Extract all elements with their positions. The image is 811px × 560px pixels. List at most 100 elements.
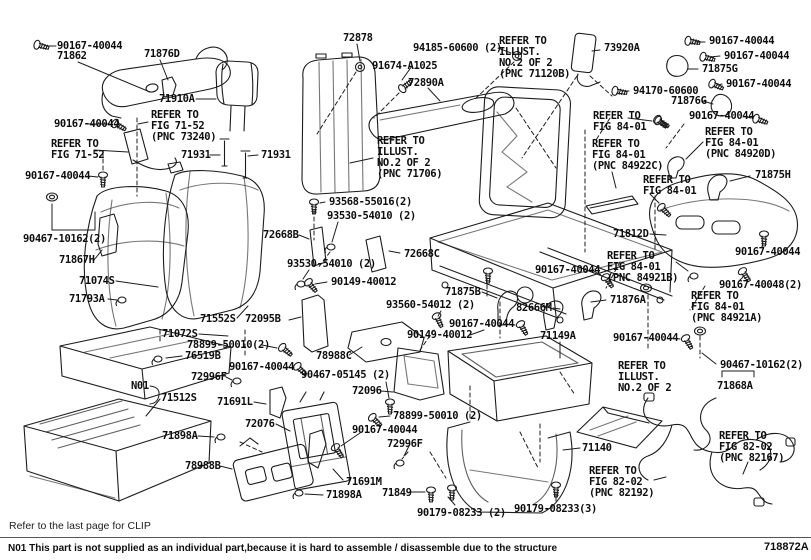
part-label-refer-to: REFER TO FIG 84-01 (PNC 84921B) — [607, 250, 679, 284]
seatback-frame-drawing — [478, 86, 572, 219]
part-label-90167-40044: 90167-40044 — [735, 246, 801, 258]
part-label-71812d: 71812D — [613, 228, 649, 240]
part-label-71876a: 71876A — [610, 294, 646, 306]
part-label-72095b: 72095B — [245, 313, 281, 325]
part-label-71072s: 71072S — [162, 328, 198, 340]
part-label-78899-50010-2: 78899-50010(2) — [187, 339, 270, 351]
part-label-refer-to: REFER TO ILLUST. NO.2 OF 2 — [618, 360, 672, 394]
part-label-refer-to: REFER TO FIG 84-01 — [643, 174, 697, 197]
part-label-90167-40044: 90167-40044 — [709, 35, 775, 47]
part-label-71931: 71931 — [181, 149, 211, 161]
part-label-refer-to: REFER TO FIG 71-52 — [51, 138, 105, 161]
part-label-72668b: 72668B — [263, 229, 299, 241]
panel-78988b-drawing — [232, 437, 314, 502]
part-label-94185-60600-2: 94185-60600 (2) — [413, 42, 502, 54]
part-label-71898a: 71898A — [326, 489, 362, 501]
rear-board-71812d-drawing — [649, 173, 799, 268]
n01-note: N01 This part is not supplied as an indi… — [8, 543, 558, 554]
part-label-71876g: 71876G — [671, 95, 707, 107]
part-label-90467-10162-2: 90467-10162(2) — [720, 359, 803, 371]
part-label-71875h: 71875H — [755, 169, 791, 181]
rear-seatback-drawing — [301, 52, 381, 195]
part-label-90149-40012: 90149-40012 — [331, 276, 397, 288]
part-label-71876d: 71876D — [144, 48, 180, 60]
console-pedestal-drawing — [446, 421, 573, 514]
part-label-78988c: 78988C — [316, 350, 352, 362]
part-label-93530-54010-2: 93530-54010 (2) — [287, 258, 376, 270]
part-label-78988b: 78988B — [185, 460, 221, 472]
part-label-90167-40044: 90167-40044 — [25, 170, 91, 182]
clip-note: Refer to the last page for CLIP — [9, 520, 151, 532]
console-box-drawing — [447, 335, 593, 422]
part-label-93530-54010-2: 93530-54010 (2) — [327, 210, 416, 222]
part-label-90167-40044: 90167-40044 — [726, 78, 792, 90]
part-label-71875b: 71875B — [445, 286, 481, 298]
assembly-dash-lines — [102, 61, 706, 479]
part-label-90167-40044: 90167-40044 — [535, 264, 601, 276]
part-label-71793a: 71793A — [69, 293, 105, 305]
part-label-refer-to: REFER TO FIG 84-01 (PNC 84921A) — [691, 290, 763, 324]
leader-lines — [45, 41, 764, 506]
part-label-71862: 71862 — [57, 50, 87, 62]
part-label-90167-40044: 90167-40044 — [352, 424, 418, 436]
part-label-90167-40044: 90167-40044 — [449, 318, 515, 330]
part-label-n01: N01 — [131, 380, 149, 392]
part-label-71512s: 71512S — [161, 392, 197, 404]
trim-panel-71862-drawing — [101, 46, 231, 119]
part-label-refer-to: REFER TO FIG 82-02 (PNC 82192) — [589, 465, 655, 499]
headrest-71910a-drawing — [215, 60, 259, 132]
part-label-71875g: 71875G — [702, 63, 738, 75]
part-label-91674-a1025: 91674-A1025 — [372, 60, 438, 72]
front-seatback-left-drawing — [83, 186, 189, 330]
part-label-73920a: 73920A — [604, 42, 640, 54]
part-label-71691l: 71691L — [217, 396, 253, 408]
seatbelt-retractor-drawing — [123, 128, 184, 174]
part-label-72996f: 72996F — [191, 371, 227, 383]
part-label-71691m: 71691M — [346, 476, 382, 488]
part-label-refer-to: REFER TO FIG 82-02 (PNC 82167) — [719, 430, 785, 464]
part-label-72096: 72096 — [352, 385, 382, 397]
seat-cushion-71072s-drawing — [59, 326, 232, 400]
part-label-82666m: 82666M — [516, 302, 552, 314]
part-label-90467-05145-2: 90467-05145 (2) — [301, 369, 390, 381]
part-label-refer-to: REFER TO FIG 84-01 — [593, 110, 647, 133]
part-label-90167-40048-2: 90167-40048(2) — [719, 279, 802, 291]
part-label-71074s: 71074S — [79, 275, 115, 287]
part-label-72668c: 72668C — [404, 248, 440, 260]
part-label-71552s: 71552S — [200, 313, 236, 325]
part-label-72996f: 72996F — [387, 438, 423, 450]
part-label-71868a: 71868A — [717, 380, 753, 392]
part-label-71149a: 71149A — [540, 330, 576, 342]
part-label-90167-40044: 90167-40044 — [57, 40, 123, 52]
part-label-78899-50010-2: 78899-50010 (2) — [393, 410, 482, 422]
part-label-72890a: 72890A — [408, 77, 444, 89]
footer-separator — [0, 537, 811, 538]
side-shield-73920a-drawing — [570, 32, 601, 87]
frame-72076-drawing — [281, 391, 351, 491]
small-brackets-drawing — [269, 54, 733, 469]
armrest-72890a-drawing — [368, 91, 515, 141]
part-label-72076: 72076 — [245, 418, 275, 430]
part-label-refer-to: REFER TO ILLUST. NO.2 OF 2 (PNC 71706) — [377, 135, 443, 180]
part-label-94170-60600: 94170-60600 — [633, 85, 699, 97]
part-label-refer-to: REFER TO FIG 71-52 (PNC 73240) — [151, 109, 217, 143]
part-label-71849: 71849 — [382, 487, 412, 499]
part-label-71910a: 71910A — [159, 93, 195, 105]
part-label-90167-40044: 90167-40044 — [229, 361, 295, 373]
part-label-refer-to: REFER TO ILLUST. NO.2 OF 2 (PNC 71120B) — [499, 35, 571, 80]
wire-harness-drawing — [638, 392, 796, 507]
part-label-90179-08233-3: 90179-08233(3) — [514, 503, 597, 515]
front-seatback-right-drawing — [97, 170, 265, 320]
part-label-90167-40044: 90167-40044 — [724, 50, 790, 62]
part-label-71867h: 71867H — [59, 254, 95, 266]
part-label-refer-to: REFER TO FIG 84-01 (PNC 84922C) — [592, 138, 664, 172]
part-label-71931: 71931 — [261, 149, 291, 161]
part-label-90467-10162-2: 90467-10162(2) — [23, 233, 106, 245]
part-label-72878: 72878 — [343, 32, 373, 44]
part-label-93568-55016-2: 93568-55016(2) — [329, 196, 412, 208]
part-label-93560-54012-2: 93560-54012 (2) — [386, 299, 475, 311]
part-label-90167-40044: 90167-40044 — [54, 118, 120, 130]
part-label-refer-to: REFER TO FIG 84-01 (PNC 84920D) — [705, 126, 777, 160]
